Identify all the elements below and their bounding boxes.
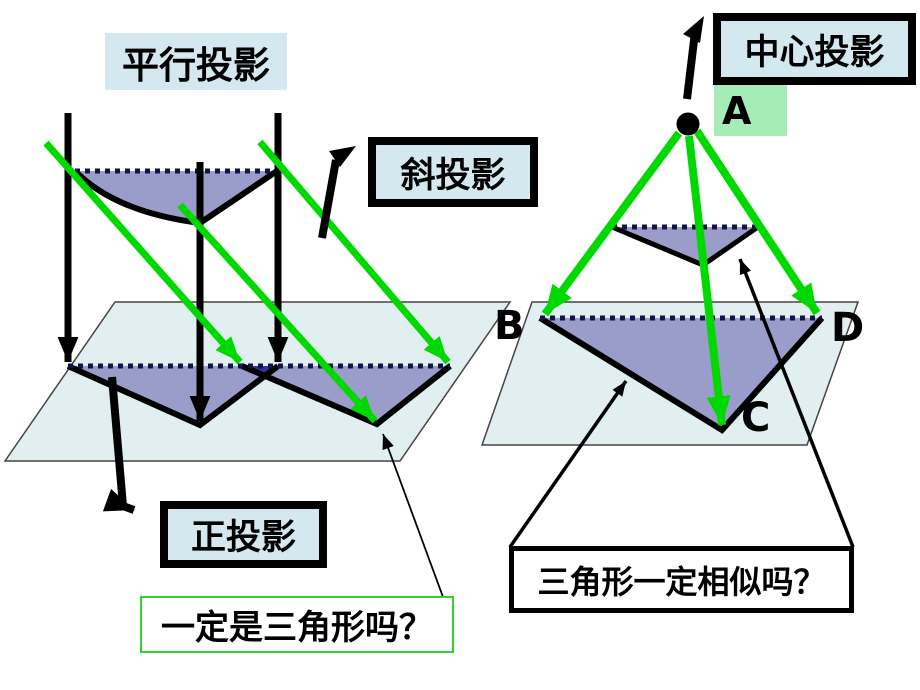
center-label-arrow-icon: [683, 31, 699, 100]
oblique-projection-box: 斜投影: [368, 137, 538, 207]
source-triangle-left: [75, 171, 277, 223]
ortho-projection-box: 正投影: [160, 501, 327, 568]
central-ray-to-c-icon: [685, 135, 731, 426]
oblique-shadow-edges: [240, 363, 452, 428]
source-triangle-right: [612, 227, 758, 265]
center-projection-box: 中心投影: [713, 13, 916, 85]
triangle-question-box: 一定是三角形吗？: [140, 596, 454, 653]
point-c-label: C: [741, 395, 771, 441]
ortho-label-arrow-icon: [102, 376, 136, 514]
similar-question-callout-left-icon: [508, 379, 628, 549]
oblique-ray-middle-icon: [177, 202, 378, 424]
center-label-arrowhead-icon: [683, 16, 704, 43]
ortho-shadow-triangle: [68, 366, 278, 425]
oblique-ray-left-icon: [43, 140, 243, 365]
light-point-a: [676, 112, 700, 136]
central-shadow-edges: [538, 315, 825, 434]
similar-question-callout-right-icon: [738, 258, 855, 548]
central-ray-to-b-icon: [541, 130, 683, 317]
point-a-label: A: [722, 88, 752, 133]
point-d-label: D: [831, 305, 865, 351]
triangle-question-callout-icon: [382, 433, 444, 598]
similar-question-box: 三角形一定相似吗？: [509, 546, 854, 613]
central-ray-to-d-icon: [693, 128, 821, 316]
point-a-badge: A: [714, 85, 787, 136]
oblique-label-arrow-icon: [318, 159, 340, 239]
central-shadow-triangle: [540, 318, 822, 430]
parallel-projection-label: 平行投影: [105, 33, 287, 90]
oblique-label-arrowhead-icon: [329, 146, 356, 167]
point-b-label: B: [494, 303, 525, 349]
oblique-ray-right-icon: [257, 139, 451, 365]
oblique-shadow-triangle: [242, 366, 450, 424]
